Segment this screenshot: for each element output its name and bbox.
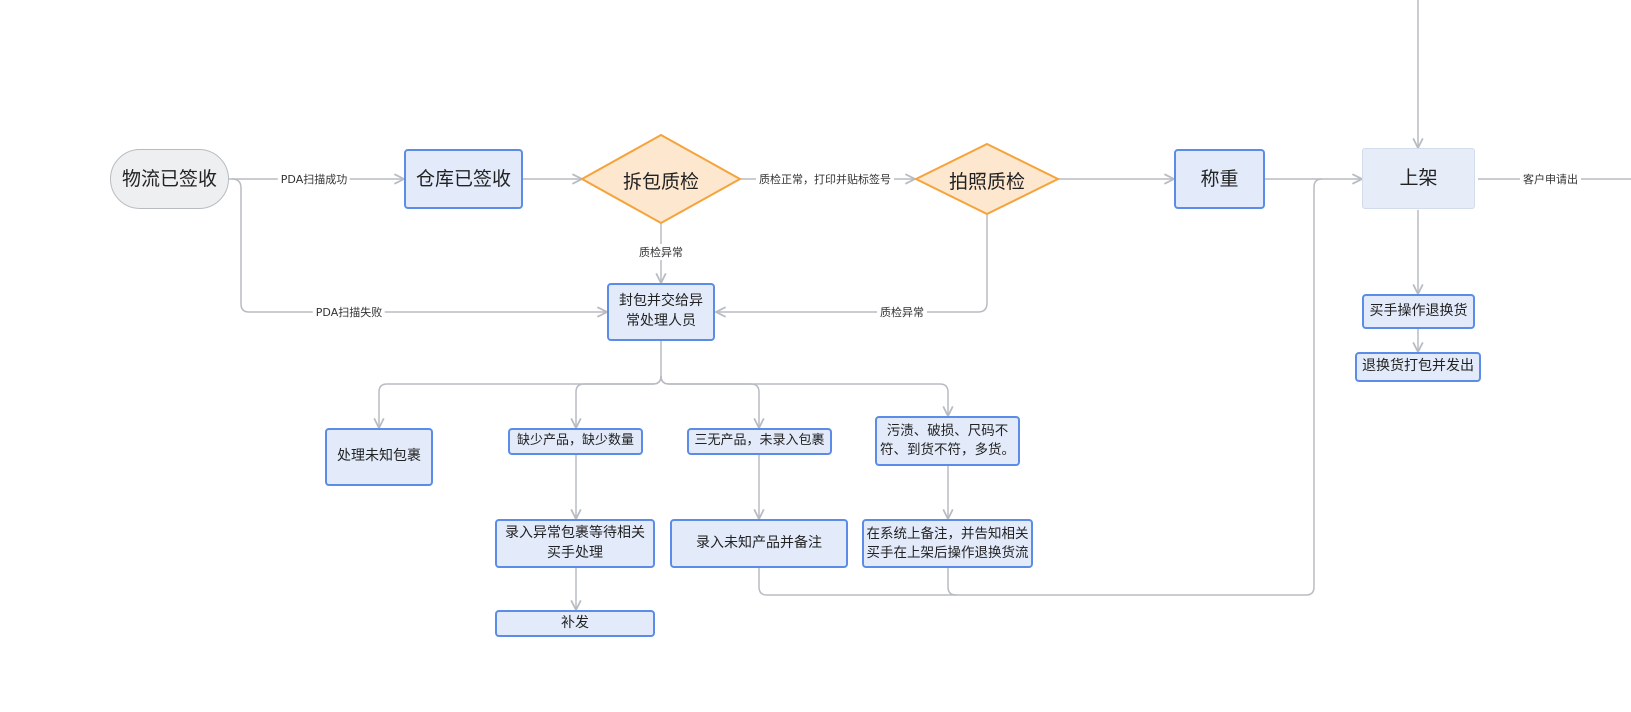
buyer-return-node[interactable]: 买手操作退换货 (1362, 294, 1475, 329)
return-ship-label: 退换货打包并发出 (1362, 358, 1474, 375)
logistics-signed-node[interactable]: 物流已签收 (110, 149, 229, 209)
unknown-package-node[interactable]: 处理未知包裹 (325, 428, 433, 486)
shelve-label: 上架 (1399, 167, 1438, 190)
system-note-node[interactable]: 在系统上备注，并告知相关买手在上架后操作退换货流 (862, 519, 1033, 568)
record-unknown-node[interactable]: 录入未知产品并备注 (670, 519, 848, 568)
edge-record-unknown-to-shelve (758, 178, 1323, 596)
edge-label-qc-ok: 质检正常，打印并贴标签号 (756, 171, 894, 187)
weigh-label: 称重 (1200, 167, 1239, 190)
unpack-qc-diamond (579, 133, 743, 225)
reissue-label: 补发 (561, 614, 589, 631)
photo-qc-diamond (913, 142, 1061, 216)
missing-product-label: 缺少产品，缺少数量 (516, 433, 634, 449)
photo-qc-label[interactable]: 拍照质检 (948, 171, 1025, 193)
return-ship-node[interactable]: 退换货打包并发出 (1355, 352, 1481, 382)
edge-label-qc-abnormal-1: 质检异常 (636, 244, 686, 260)
seal-handover-node[interactable]: 封包并交给异常处理人员 (607, 283, 715, 341)
missing-product-node[interactable]: 缺少产品，缺少数量 (508, 428, 643, 455)
warehouse-signed-node[interactable]: 仓库已签收 (404, 149, 523, 209)
edge-branch-damaged (660, 375, 948, 416)
warehouse-signed-label: 仓库已签收 (415, 167, 511, 190)
logistics-signed-label: 物流已签收 (121, 167, 217, 190)
weigh-node[interactable]: 称重 (1174, 149, 1265, 209)
record-abnormal-node[interactable]: 录入异常包裹等待相关买手处理 (495, 519, 655, 568)
edge-qc-abnormal-2 (716, 214, 988, 312)
buyer-return-label: 买手操作退换货 (1369, 302, 1468, 319)
edge-branch-missing (576, 375, 662, 428)
damaged-label: 污渍、破损、尺码不符、到货不符，多货。 (880, 423, 1015, 458)
seal-handover-label: 封包并交给异常处理人员 (619, 293, 703, 329)
damaged-node[interactable]: 污渍、破损、尺码不符、到货不符，多货。 (875, 416, 1020, 466)
unknown-package-label: 处理未知包裹 (337, 448, 421, 465)
record-unknown-label: 录入未知产品并备注 (696, 534, 822, 551)
unbranded-product-label: 三无产品，未录入包裹 (694, 433, 825, 449)
edge-pda-fail (231, 178, 607, 312)
shelve-node[interactable]: 上架 (1362, 148, 1475, 209)
edge-label-pda-success: PDA扫描成功 (277, 171, 351, 187)
reissue-node[interactable]: 补发 (495, 610, 655, 637)
unpack-qc-label[interactable]: 拆包质检 (622, 171, 699, 193)
edge-note-to-merge (947, 568, 957, 596)
system-note-label: 在系统上备注，并告知相关买手在上架后操作退换货流 (866, 525, 1029, 561)
edge-label-customer-request: 客户申请出 (1520, 171, 1581, 187)
edge-label-qc-abnormal-2: 质检异常 (877, 304, 927, 320)
unbranded-product-node[interactable]: 三无产品，未录入包裹 (687, 428, 832, 455)
edge-label-pda-fail: PDA扫描失败 (312, 304, 386, 320)
record-abnormal-label: 录入异常包裹等待相关买手处理 (505, 524, 645, 561)
